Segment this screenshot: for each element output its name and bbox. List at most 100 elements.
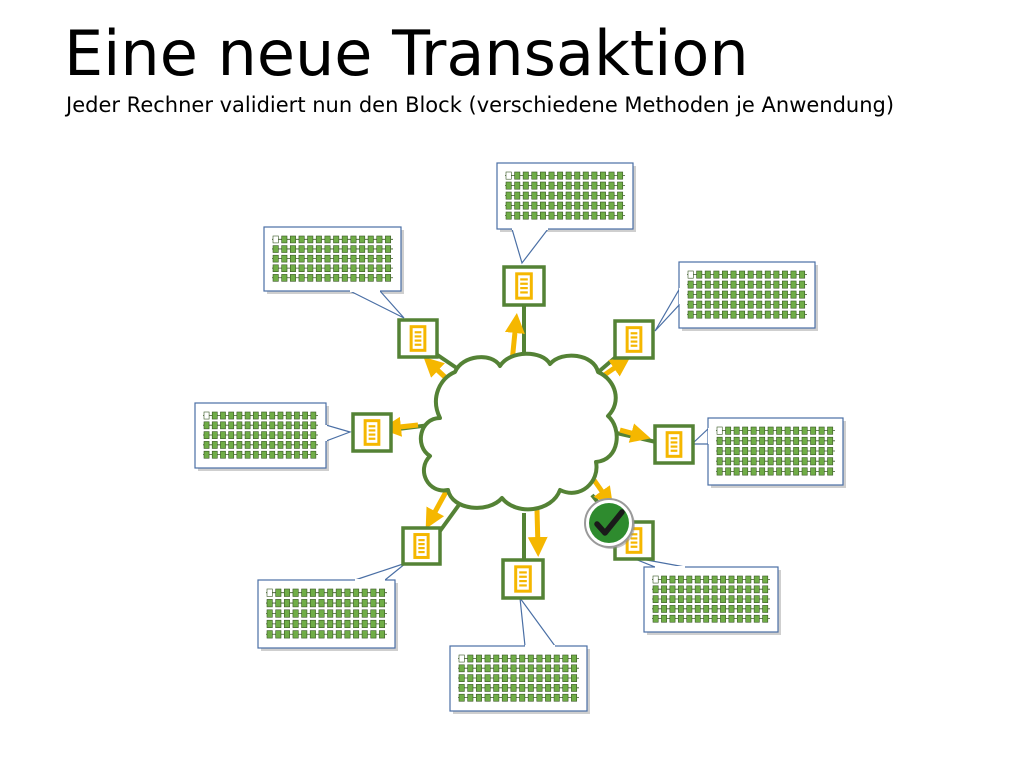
block-mini [244,441,251,449]
block-mini [686,614,693,623]
block-mini [269,431,276,439]
block-mini [379,588,386,597]
block-mini [275,599,282,608]
block-mini [764,310,771,319]
block-mini [669,575,676,584]
block-mini [376,264,383,273]
block-mini [539,181,546,190]
block-mini [252,411,259,420]
block-mini [713,310,720,319]
block-mini [289,264,296,273]
block-mini [310,450,317,459]
block-mini [574,201,581,210]
block-mini [545,674,552,682]
block-mini [591,171,598,180]
block-mini [713,270,720,279]
block-mini [790,280,797,289]
block-mini [548,191,555,200]
block-mini [725,436,732,445]
block-mini [591,211,598,220]
block-mini [747,310,754,319]
block-mini [677,614,684,623]
block-mini [747,300,754,309]
block-mini [704,290,711,299]
block-mini [711,595,718,603]
block-mini [574,181,581,190]
block-mini [522,171,529,180]
block-mini [370,588,377,597]
block-mini [733,426,740,435]
network-cloud [419,351,619,512]
block-mini [553,654,560,663]
block-mini [335,630,342,639]
block-mini [716,426,723,435]
block-mini [361,630,368,639]
block-mini [301,599,308,608]
block-mini [385,254,392,263]
block-mini [759,467,766,476]
block-mini [617,181,624,190]
block-mini [790,310,797,319]
block-mini [599,191,606,200]
block-mini [367,254,374,263]
block-mini [344,619,351,628]
block-mini [686,575,693,584]
block-mini [750,457,757,466]
block-mini [801,457,808,466]
block-mini [501,674,508,682]
block-mini [252,421,259,430]
block-mini [818,436,825,445]
block-mini [617,211,624,220]
block-mini [773,280,780,289]
block-mini [713,300,720,309]
block-mini [350,274,357,282]
block-mini [793,436,800,445]
block-mini [694,614,701,623]
block-mini [211,431,218,439]
computer-node-top [502,265,546,307]
block-mini [539,201,546,210]
block-mini [750,426,757,435]
block-mini [519,664,526,673]
block-mini [553,674,560,682]
block-mini [730,290,737,299]
block-mini [220,411,226,420]
block-mini [341,274,348,282]
block-mini [335,599,342,608]
block-mini [527,693,534,702]
block-mini [252,431,259,439]
block-mini [236,431,243,439]
block-mini [531,201,538,210]
block-mini [750,467,757,476]
block-mini [793,447,800,456]
block-mini [335,619,342,628]
block-mini [818,426,825,435]
block-mini [790,300,797,309]
block-mini [522,181,529,190]
block-mini [275,619,282,628]
block-mini [484,684,491,692]
block-mini [694,575,701,584]
block-mini [756,310,763,319]
block-mini [341,254,348,263]
block-mini [315,235,322,244]
block-mini [379,630,386,639]
block-mini [261,450,267,459]
block-mini [522,191,529,200]
block-mini [370,609,377,618]
block-mini [493,674,500,682]
block-mini [302,411,308,420]
block-mini [720,595,726,603]
block-mini [505,181,512,190]
block-mini [539,191,546,200]
block-mini [703,595,710,603]
block-mini [545,654,552,663]
block-mini [703,605,710,613]
block-mini [272,264,279,273]
block-mini [703,585,710,594]
block-mini [827,457,834,466]
block-mini [704,310,711,319]
block-mini [385,235,392,244]
block-mini [531,181,538,190]
